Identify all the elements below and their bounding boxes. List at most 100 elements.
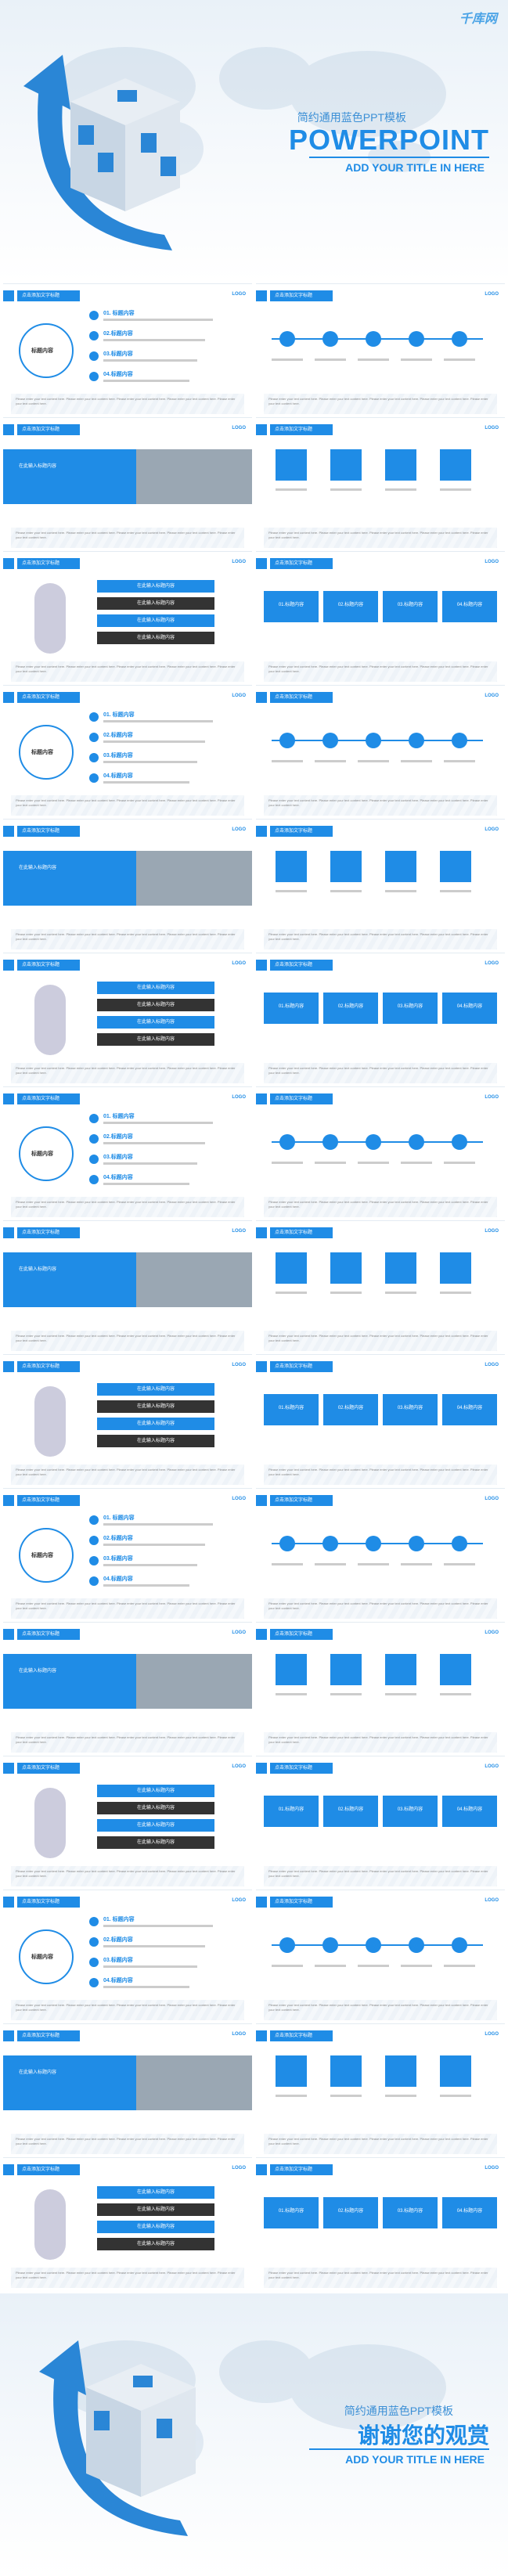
- text-placeholder: [103, 380, 189, 382]
- step-title: 02.标题内容: [103, 1937, 133, 1943]
- step-dot: [89, 1155, 99, 1164]
- step-title: 03.标题内容: [103, 351, 133, 357]
- circle-label: 标题内容: [31, 1151, 53, 1157]
- photo-placeholder: [136, 449, 252, 504]
- slide-footer: Please enter your text content here. Ple…: [264, 1197, 497, 1217]
- step-title: 01. 标题内容: [103, 311, 135, 316]
- step-title: 01. 标题内容: [103, 1114, 135, 1119]
- text-placeholder: [272, 358, 303, 361]
- section-title: 点击添加文字标题: [270, 960, 333, 971]
- icon-tile: [330, 851, 362, 882]
- text-placeholder: [272, 1563, 303, 1565]
- info-card-title: 03.标题内容: [397, 2209, 423, 2214]
- brand-logo: LOGO: [232, 1095, 246, 1100]
- text-placeholder: [444, 1965, 475, 1967]
- timeline-line: [272, 1141, 483, 1143]
- step-title: 04.标题内容: [103, 1978, 133, 1983]
- footer-text: Please enter your text content here. Ple…: [16, 1468, 236, 1476]
- list-bar-label: 在此输入标题内容: [136, 2242, 175, 2246]
- slide-footer: Please enter your text content here. Ple…: [264, 2000, 497, 2020]
- footer-text: Please enter your text content here. Ple…: [268, 1468, 488, 1476]
- list-bar-label: 在此输入标题内容: [136, 584, 175, 589]
- header-square: [256, 2164, 267, 2175]
- text-placeholder: [444, 358, 475, 361]
- section-title: 点击添加文字标题: [17, 290, 80, 301]
- text-placeholder: [103, 319, 213, 321]
- info-card-title: 04.标题内容: [456, 1807, 483, 1812]
- slide-footer: Please enter your text content here. Ple…: [264, 2134, 497, 2154]
- text-placeholder: [401, 1965, 432, 1967]
- list-bar-label: 在此输入标题内容: [136, 618, 175, 623]
- text-placeholder: [330, 2095, 362, 2097]
- footer-text: Please enter your text content here. Ple…: [16, 1869, 236, 1878]
- end-title: 谢谢您的观赏: [357, 2423, 489, 2448]
- list-bar-label: 在此输入标题内容: [136, 1421, 175, 1426]
- text-placeholder: [315, 760, 346, 762]
- info-card: [264, 591, 319, 622]
- step-dot: [89, 1937, 99, 1947]
- step-title: 01. 标题内容: [103, 1917, 135, 1922]
- text-placeholder: [440, 890, 471, 892]
- center-circle: [19, 725, 74, 780]
- brand-logo: LOGO: [232, 2032, 246, 2037]
- cube-arrow-graphic: [39, 2340, 196, 2536]
- header-square: [256, 1763, 267, 1774]
- brand-logo: LOGO: [485, 426, 499, 431]
- header-square: [3, 1495, 14, 1506]
- brand-logo: LOGO: [232, 1630, 246, 1635]
- text-placeholder: [358, 1965, 389, 1967]
- slide-footer: Please enter your text content here. Ple…: [11, 1465, 244, 1485]
- header-square: [256, 960, 267, 971]
- center-circle: [19, 323, 74, 378]
- slide-footer: Please enter your text content here. Ple…: [11, 661, 244, 682]
- info-card-title: 01.标题内容: [278, 1406, 304, 1410]
- header-square: [3, 1629, 14, 1640]
- section-title: 点击添加文字标题: [17, 692, 80, 703]
- info-card-title: 02.标题内容: [337, 2209, 364, 2214]
- info-card: [383, 1796, 438, 1827]
- info-card-title: 01.标题内容: [278, 603, 304, 607]
- icon-tile: [330, 1252, 362, 1284]
- step-title: 02.标题内容: [103, 1134, 133, 1140]
- text-placeholder: [315, 1563, 346, 1565]
- text-placeholder: [330, 488, 362, 491]
- text-placeholder: [103, 339, 205, 341]
- info-card-title: 03.标题内容: [397, 1406, 423, 1410]
- brand-logo: LOGO: [485, 560, 499, 564]
- icon-tile: [440, 2055, 471, 2087]
- footer-text: Please enter your text content here. Ple…: [16, 1601, 236, 1610]
- section-title: 点击添加文字标题: [270, 558, 333, 569]
- footer-text: Please enter your text content here. Ple…: [16, 1735, 236, 1744]
- step-title: 03.标题内容: [103, 753, 133, 758]
- footer-text: Please enter your text content here. Ple…: [16, 665, 236, 673]
- slide-footer: Please enter your text content here. Ple…: [264, 1331, 497, 1351]
- text-placeholder: [272, 1162, 303, 1164]
- end-slide: 简约通用蓝色PPT模板 谢谢您的观赏 ADD YOUR TITLE IN HER…: [0, 2293, 508, 2575]
- cover-tagline: ADD YOUR TITLE IN HERE: [345, 161, 485, 174]
- band-title: 在此输入标题内容: [19, 2070, 57, 2075]
- step-dot: [89, 1134, 99, 1144]
- band-title: 在此输入标题内容: [19, 1669, 57, 1673]
- footer-text: Please enter your text content here. Ple…: [16, 2003, 236, 2012]
- brand-logo: LOGO: [485, 1095, 499, 1100]
- step-title: 02.标题内容: [103, 331, 133, 337]
- info-card: [264, 1394, 319, 1425]
- info-card: [442, 993, 497, 1024]
- header-square: [3, 1763, 14, 1774]
- slide-footer: Please enter your text content here. Ple…: [11, 929, 244, 949]
- text-placeholder: [358, 1563, 389, 1565]
